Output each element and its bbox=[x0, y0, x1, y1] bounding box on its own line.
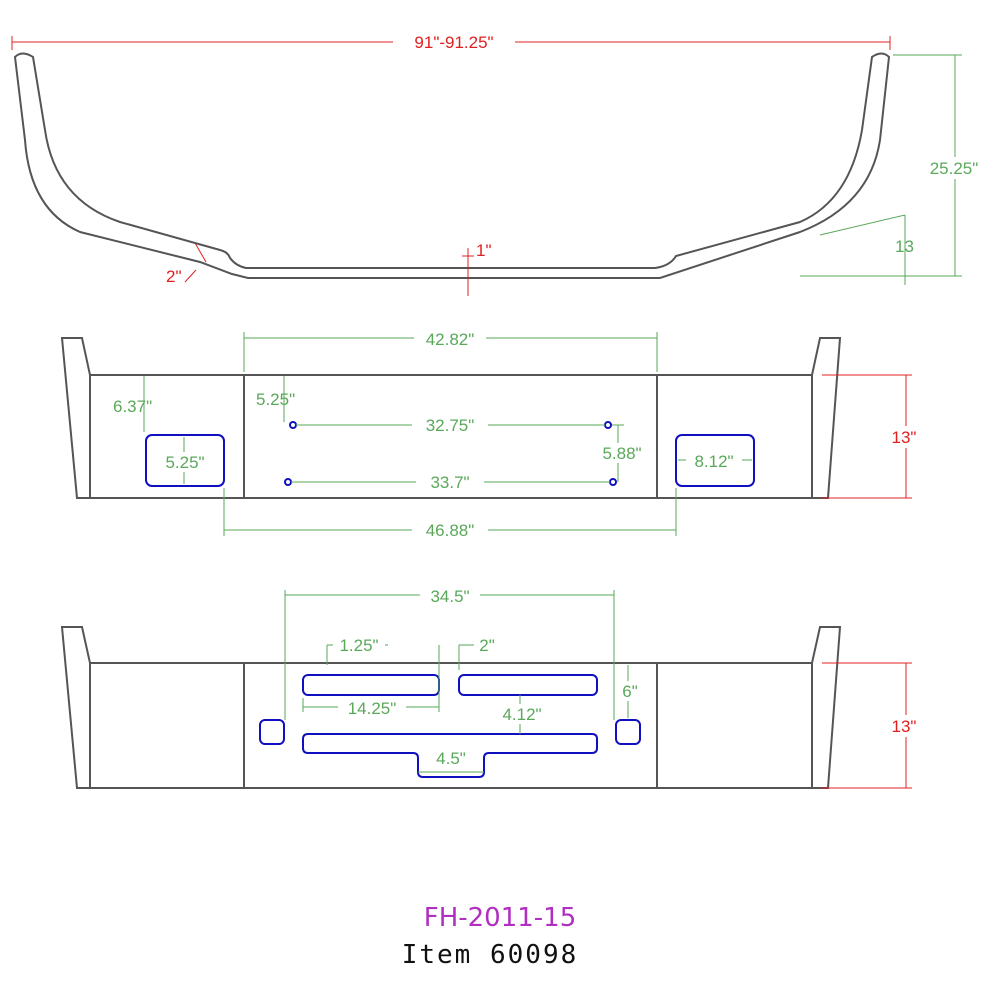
middle-height-label: 13" bbox=[892, 428, 917, 447]
center-offset-label: 1" bbox=[476, 241, 492, 260]
slot-vertical-spacing-label: 4.12" bbox=[502, 705, 541, 724]
slot-span-label: 34.5" bbox=[430, 587, 469, 606]
flange-label: 2" bbox=[166, 267, 182, 286]
lower-tab-slot bbox=[302, 733, 598, 778]
bottom-view-left-end bbox=[60, 626, 91, 789]
right-cutout-width-label: 8.12" bbox=[694, 452, 733, 471]
part-number: FH-2011-15 bbox=[423, 903, 577, 933]
bottom-view-right-end bbox=[811, 626, 842, 789]
right-light-cutout bbox=[675, 434, 755, 487]
light-cutout-spacing-label: 46.88" bbox=[426, 521, 475, 540]
bottom-height-label: 13" bbox=[892, 717, 917, 736]
left-light-cutout bbox=[145, 434, 225, 487]
middle-view-body bbox=[89, 374, 813, 499]
top-view-profile bbox=[13, 52, 891, 279]
hole-vertical-spacing-label: 5.88" bbox=[602, 444, 641, 463]
upper-right-slot bbox=[458, 674, 598, 696]
middle-view: 42.82" 6.37" 5.25" 5.25" 32.75" 33.7" 5.… bbox=[60, 329, 926, 540]
right-side-cutout bbox=[615, 719, 641, 745]
middle-view-left-end bbox=[60, 337, 91, 499]
side-cutout-height-label: 6" bbox=[622, 682, 638, 701]
bottom-view-body bbox=[89, 662, 813, 789]
left-cutout-height-label: 5.25" bbox=[165, 453, 204, 472]
lower-right-hole bbox=[609, 478, 617, 486]
lower-left-hole bbox=[284, 478, 292, 486]
upper-right-hole bbox=[604, 421, 612, 429]
end-height-label: 13 bbox=[895, 237, 914, 256]
center-section-width-label: 42.82" bbox=[426, 330, 475, 349]
height-label: 25.25" bbox=[930, 159, 979, 178]
slot-length-label: 14.25" bbox=[348, 699, 397, 718]
slot-offset-label: 1.25" bbox=[339, 636, 378, 655]
hole-top-offset-label: 5.25" bbox=[256, 390, 295, 409]
middle-view-right-end bbox=[811, 337, 842, 499]
upper-left-hole bbox=[289, 421, 297, 429]
item-number: Item 60098 bbox=[401, 940, 579, 970]
overall-width-label: 91"-91.25" bbox=[414, 33, 493, 52]
top-view: 91"-91.25" 25.25" 13 2" 1" bbox=[11, 32, 992, 296]
upper-left-slot bbox=[302, 674, 440, 696]
tab-width-label: 4.5" bbox=[436, 749, 466, 768]
slot-gap-label: 2" bbox=[479, 636, 495, 655]
upper-hole-spacing-label: 32.75" bbox=[426, 416, 475, 435]
lower-hole-spacing-label: 33.7" bbox=[430, 473, 469, 492]
left-side-cutout bbox=[259, 719, 285, 745]
bottom-view: 34.5" 1.25" 2" 14.25" 4.12" 6" 4.5" bbox=[60, 586, 926, 789]
left-cutout-offset-label: 6.37" bbox=[113, 397, 152, 416]
